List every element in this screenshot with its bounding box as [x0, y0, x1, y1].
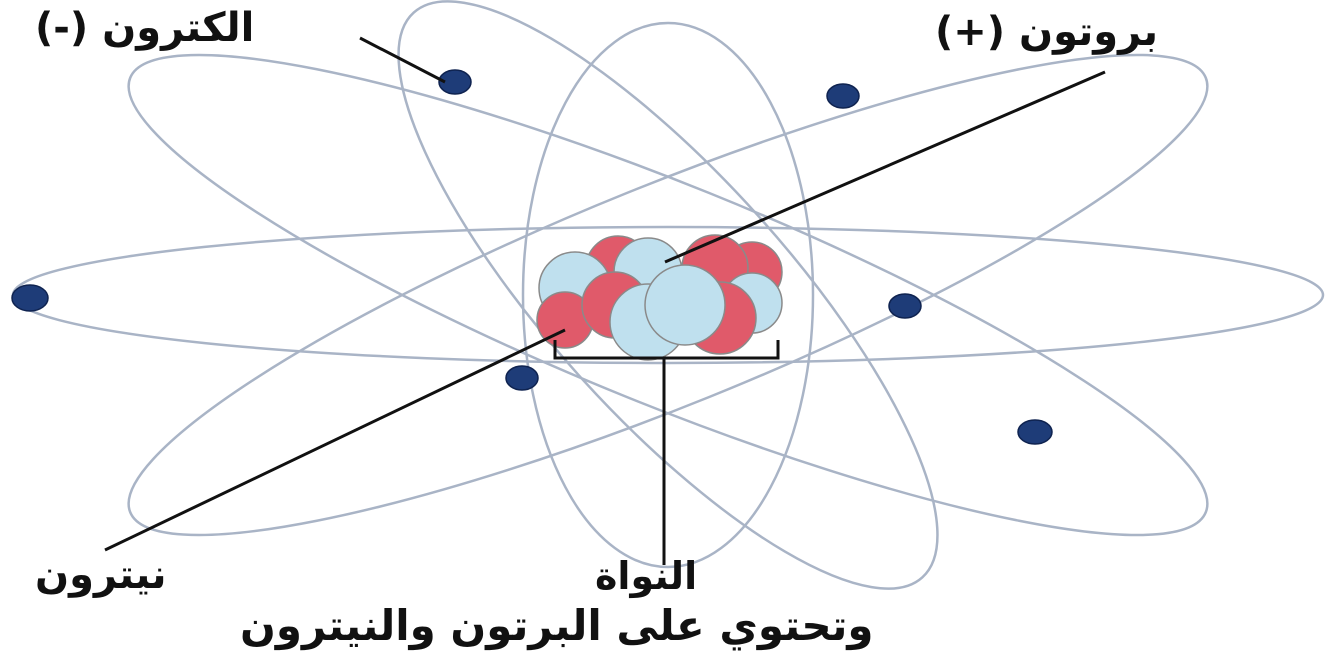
electron-pointer [360, 38, 445, 82]
electron-label: الكترون (-) [35, 8, 254, 48]
nucleus [537, 235, 782, 360]
proton-label: بروتون (+) [935, 12, 1158, 52]
electron-particle [12, 285, 48, 311]
proton-pointer [665, 72, 1105, 262]
electrons [12, 70, 1052, 444]
nucleus-caption: وتحتوي على البرتون والنيترون [240, 605, 874, 647]
neutron-label: نيترون [35, 555, 167, 595]
electron-particle [889, 294, 921, 318]
electron-particle [506, 366, 538, 390]
neutron-particle [645, 265, 725, 345]
electron-particle [1018, 420, 1052, 444]
nucleus-label: النواة [595, 557, 697, 595]
electron-particle [827, 84, 859, 108]
